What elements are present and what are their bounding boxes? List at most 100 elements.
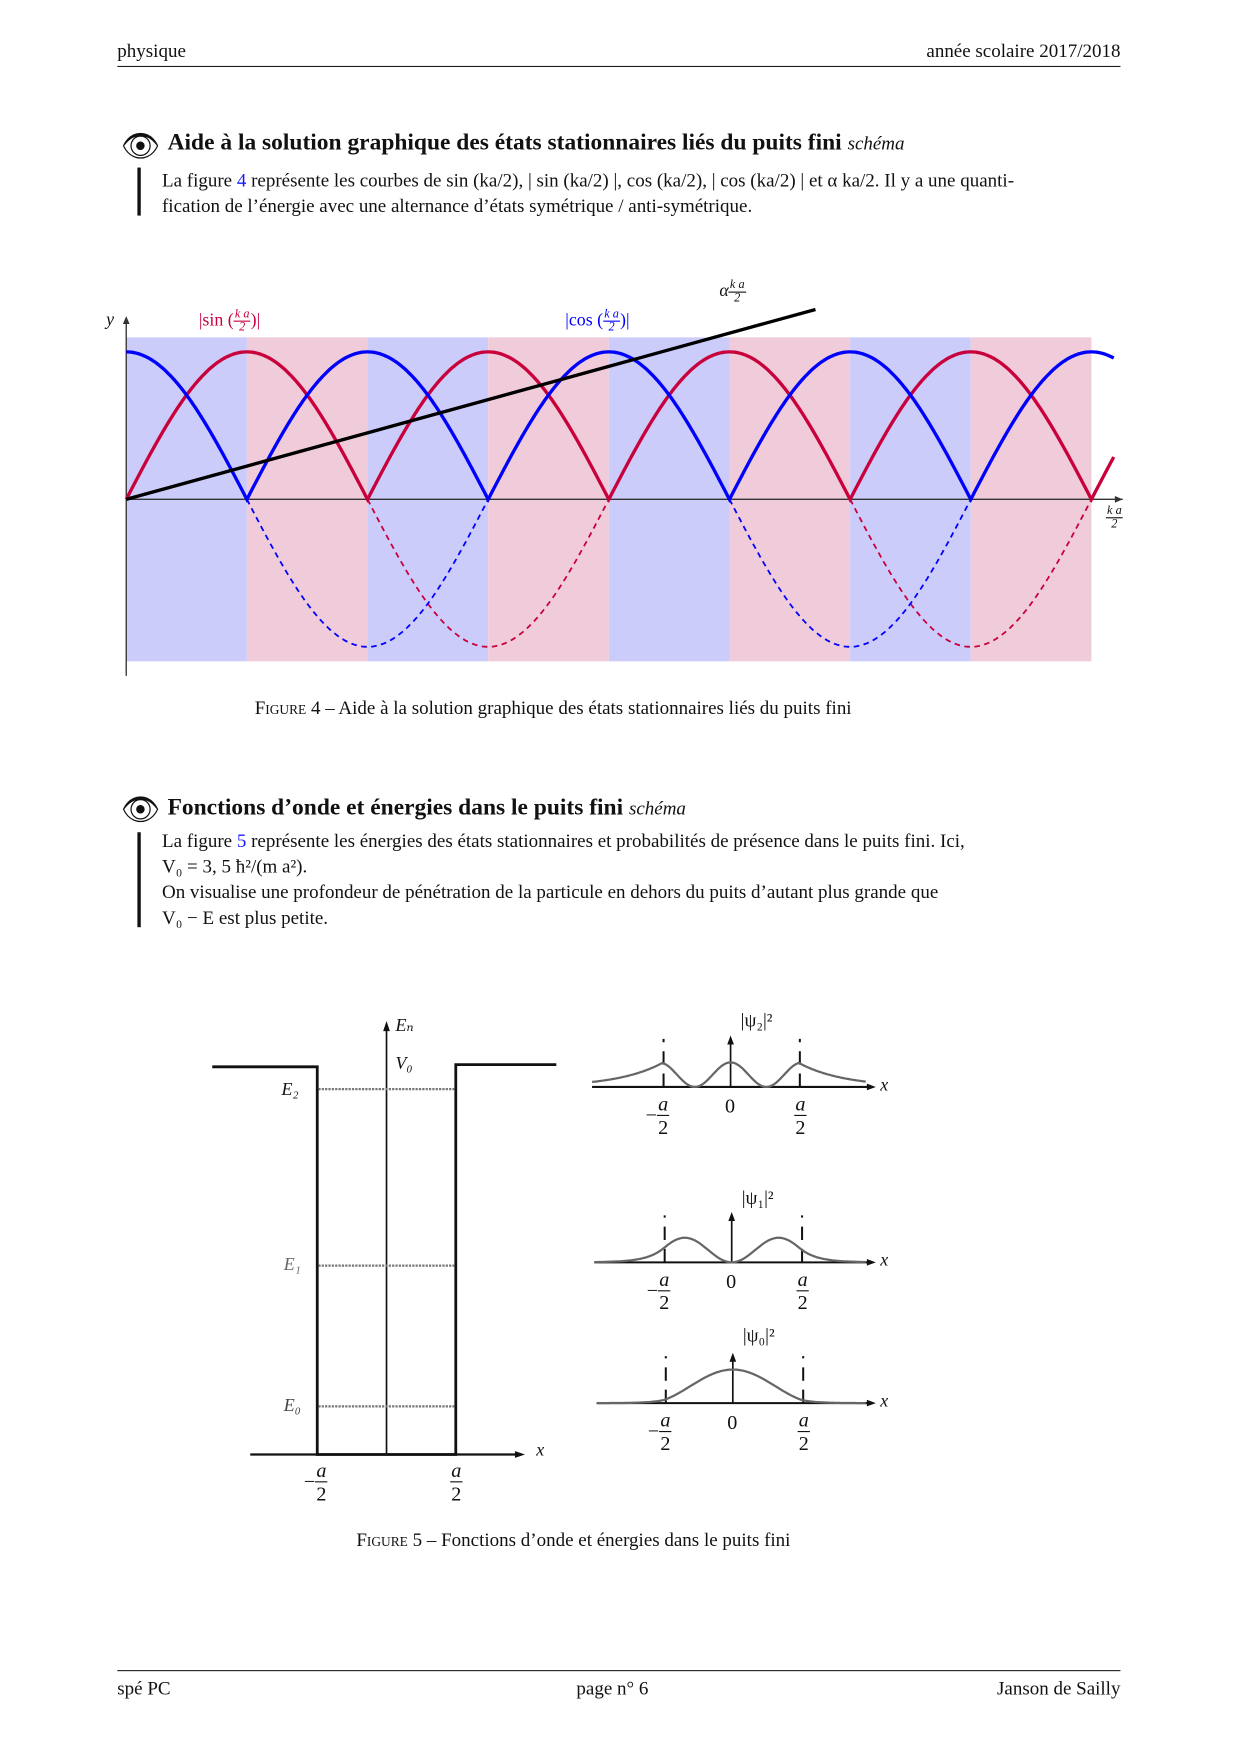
section-title-text: Aide à la solution graphique des états s… <box>167 128 842 156</box>
eye-icon: 👁 <box>120 793 161 828</box>
label-x: x <box>536 1441 545 1461</box>
label-E1: E₁ <box>283 1255 301 1275</box>
frac-den: 2 <box>658 1115 669 1139</box>
figure4-caption: Figure 4 – Aide à la solution graphique … <box>255 697 852 719</box>
minus: − <box>303 1470 316 1493</box>
section2-line1: La figure 5 représente les énergies des … <box>162 829 965 854</box>
y-axis-arrow-icon <box>727 1035 734 1045</box>
frac-den: 2 <box>795 1115 806 1139</box>
section-tag: schéma <box>628 797 686 819</box>
caption-text: – Fonctions d’onde et énergies dans le p… <box>422 1529 791 1551</box>
probability-density-curve <box>594 1236 866 1264</box>
frac-num: a <box>450 1458 463 1483</box>
x-label: x <box>880 1251 889 1271</box>
x-axis-arrow-icon <box>866 1399 876 1407</box>
caption-label: Figure 5 <box>356 1529 423 1551</box>
text: représente les courbes de sin (ka/2), | … <box>246 169 1015 192</box>
energy-axis-arrow-icon <box>383 1021 390 1032</box>
minus: − <box>647 1419 660 1443</box>
alpha-line <box>125 307 816 501</box>
origin-label: 0 <box>724 1094 736 1118</box>
frac-den: 2 <box>734 291 741 305</box>
frac-num: a <box>796 1267 809 1292</box>
frac-num: a <box>794 1092 807 1116</box>
frac-num: k a <box>1105 503 1123 519</box>
origin-label: 0 <box>726 1270 737 1293</box>
eye-icon: 👁 <box>120 129 161 165</box>
section2-line4: V₀ − E est plus petite. <box>161 907 329 929</box>
x-axis-arrow-icon <box>866 1083 876 1091</box>
x-label: x <box>880 1075 889 1095</box>
frac-num: k a <box>603 307 620 322</box>
label-E2: E₂ <box>281 1080 299 1100</box>
figure-link[interactable]: 4 <box>236 169 247 192</box>
origin-label: 0 <box>727 1410 738 1434</box>
frac-den: 2 <box>316 1482 327 1505</box>
frac-den: 2 <box>1111 517 1118 531</box>
text: La figure <box>161 169 237 192</box>
section-title: Aide à la solution graphique des états s… <box>168 128 905 156</box>
section2-line2: V₀ = 3, 5 ħ²/(m a²). <box>161 855 308 877</box>
frac-num: k a <box>233 307 251 322</box>
header-year: année scolaire 2017/2018 <box>926 40 1121 62</box>
frac-den: 2 <box>239 320 246 335</box>
sin-negative-dashed <box>366 498 1093 648</box>
frac-den: 2 <box>660 1432 671 1455</box>
label-E0: E₀ <box>283 1396 301 1416</box>
text: La figure <box>161 830 237 852</box>
frac-num: a <box>315 1458 328 1483</box>
frac-num: a <box>659 1408 672 1433</box>
y-axis-label: y <box>106 310 115 330</box>
y-axis-arrow-icon <box>729 1352 737 1362</box>
label-psi0: |ψ₀|² <box>742 1324 775 1347</box>
frac-den: 2 <box>608 320 615 335</box>
frac-den: 2 <box>798 1432 809 1455</box>
abs-cos-curve <box>126 350 1115 503</box>
frac-den: 2 <box>659 1291 670 1314</box>
footer-right: Janson de Sailly <box>997 1677 1121 1700</box>
caption-text: – Aide à la solution graphique des états… <box>320 697 852 719</box>
x-axis-arrow-icon <box>1114 495 1123 503</box>
footer-page: page n° 6 <box>576 1677 649 1700</box>
minus: − <box>645 1103 658 1127</box>
frac-den: 2 <box>451 1482 462 1505</box>
frac-num: k a <box>728 278 746 293</box>
x-label: x <box>880 1391 889 1411</box>
caption-label: Figure 4 <box>254 697 321 719</box>
probability-density-curve <box>591 1061 866 1089</box>
figure-link[interactable]: 5 <box>236 830 247 852</box>
footer-left: spé PC <box>117 1677 171 1700</box>
section1-line2: fication de l’énergie avec une alternanc… <box>161 195 753 217</box>
label-En: Eₙ <box>395 1016 414 1036</box>
label-V0: V₀ <box>395 1054 413 1074</box>
frac-num: a <box>658 1267 671 1292</box>
y-axis-arrow-icon <box>728 1212 736 1221</box>
abs-sin-curve <box>124 350 1116 503</box>
label-psi2: |ψ₂|² <box>740 1009 773 1032</box>
y-axis-arrow-icon <box>122 316 130 324</box>
section1-line1: La figure 4 représente les courbes de si… <box>162 169 1014 194</box>
cos-negative-dashed <box>246 498 972 648</box>
legend-sin-text: sin <box>202 310 224 330</box>
section-title-text: Fonctions d’onde et énergies dans le pui… <box>167 793 624 820</box>
section-tag: schéma <box>847 132 905 155</box>
figure5-caption: Figure 5 – Fonctions d’onde et énergies … <box>356 1529 790 1551</box>
section-title: Fonctions d’onde et énergies dans le pui… <box>168 793 686 821</box>
